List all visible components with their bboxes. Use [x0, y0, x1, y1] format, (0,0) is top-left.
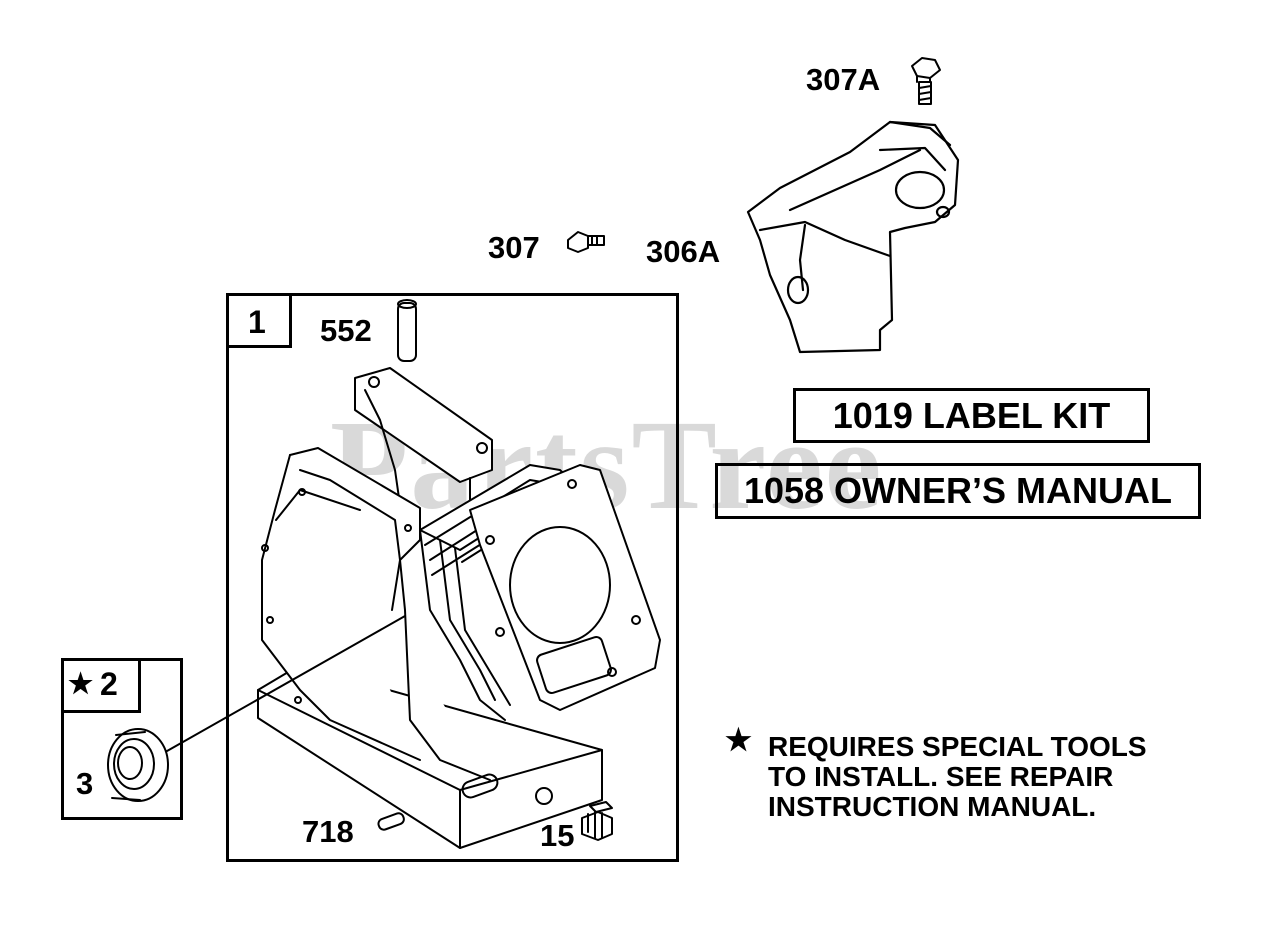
oil-seal-drawing [107, 728, 169, 802]
kit-2-number: 2 [100, 666, 118, 702]
note-line: INSTRUCTION MANUAL. [768, 791, 1097, 822]
note-line: REQUIRES SPECIAL TOOLS [768, 731, 1147, 762]
part-label-307a: 307A [806, 62, 881, 97]
part-label-3: 3 [76, 766, 94, 801]
plug-15-drawing [581, 801, 613, 841]
special-tools-note: REQUIRES SPECIAL TOOLS TO INSTALL. SEE R… [768, 732, 1147, 822]
part-label-15: 15 [540, 818, 575, 853]
part-label-552: 552 [320, 313, 372, 348]
label-kit-box: 1019 LABEL KIT [793, 388, 1150, 443]
kit-1-frame [226, 293, 679, 862]
part-label-718: 718 [302, 814, 354, 849]
note-line: TO INSTALL. SEE REPAIR [768, 761, 1114, 792]
note-star-icon: ★ [725, 724, 752, 757]
kit-2-number-box [61, 658, 141, 713]
shield-306a-drawing [746, 120, 960, 354]
special-tools-star-icon: ★ [68, 668, 94, 699]
screw-307-drawing [567, 231, 605, 253]
dowel-pin-552-drawing [397, 299, 417, 362]
kit-1-number-box [226, 293, 292, 348]
cylinder-block-drawing [159, 367, 661, 849]
kit-1-number: 1 [248, 304, 266, 340]
part-label-307: 307 [488, 230, 540, 265]
pin-718-drawing [377, 812, 405, 831]
part-label-306a: 306A [646, 234, 721, 269]
bolt-307a-drawing [911, 57, 941, 105]
owners-manual-box: 1058 OWNER’S MANUAL [715, 463, 1201, 519]
